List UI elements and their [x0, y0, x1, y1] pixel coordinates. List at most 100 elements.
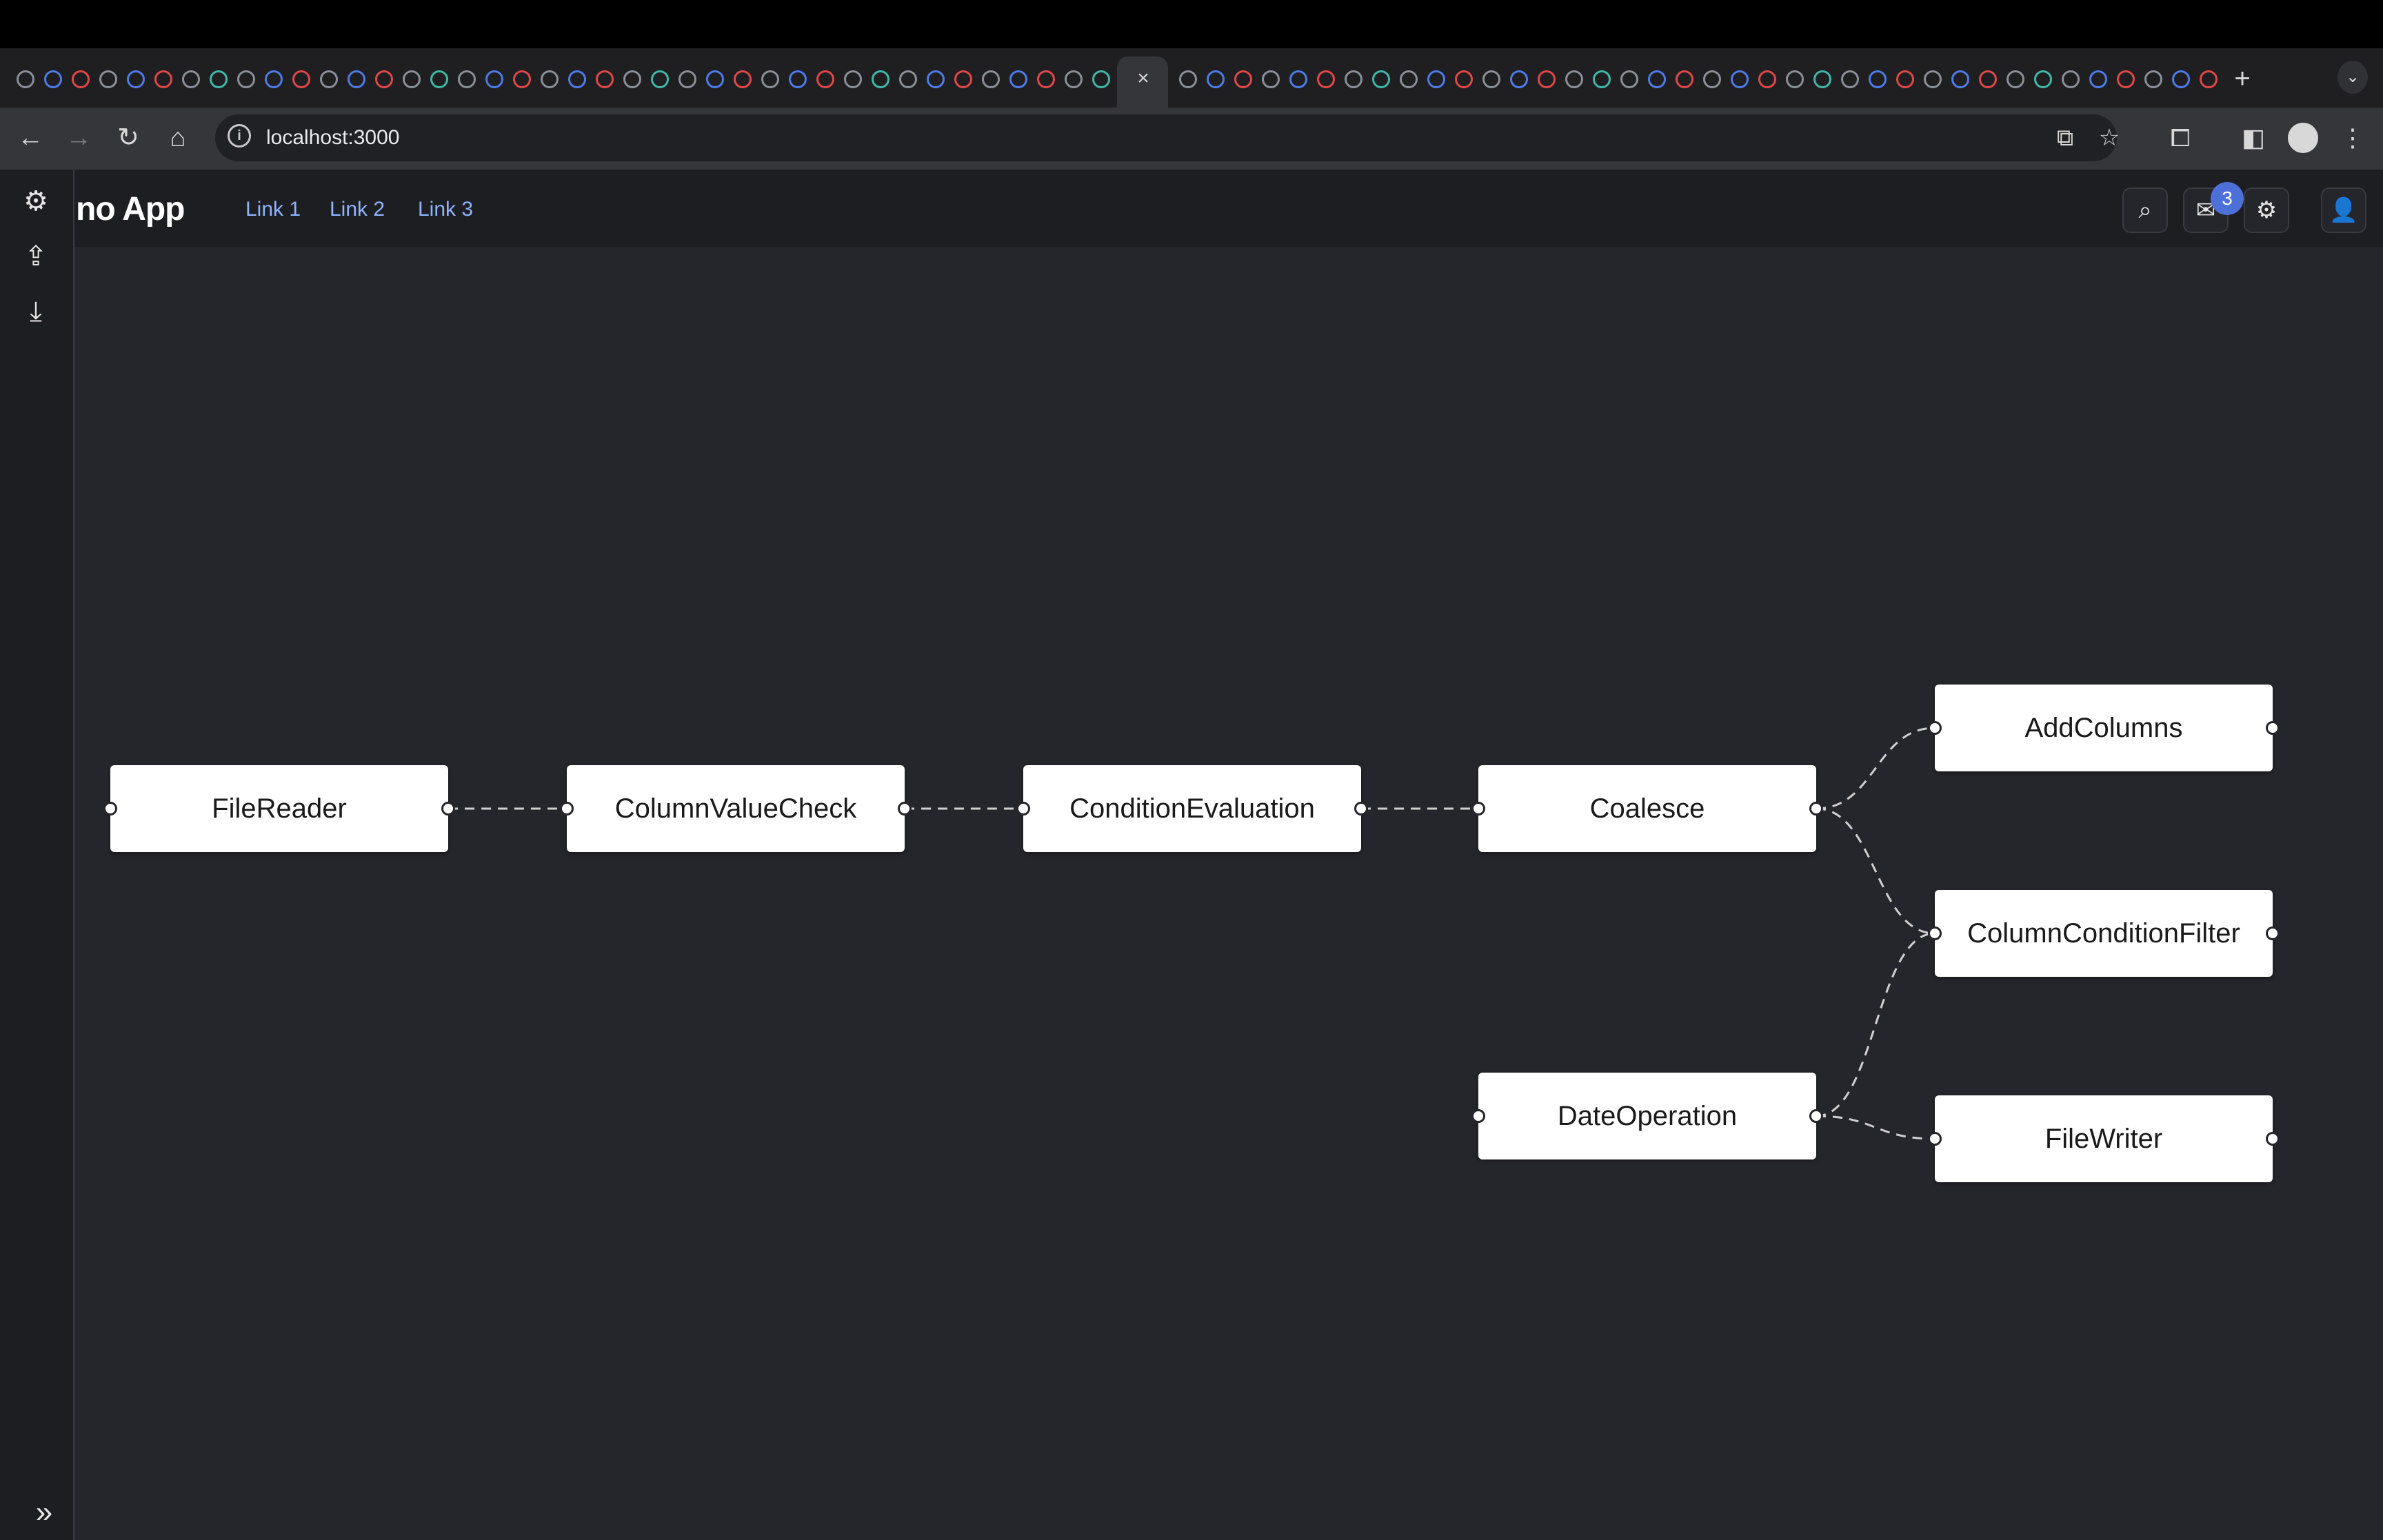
tab-favicon-icon[interactable]: [734, 70, 752, 88]
tab-favicon-icon[interactable]: [1841, 70, 1859, 88]
export-icon[interactable]: ⇪: [24, 241, 48, 272]
user-icon[interactable]: 👤: [2321, 188, 2366, 233]
tab-favicon-icon[interactable]: [541, 70, 559, 88]
tab-favicon-icon[interactable]: [1092, 70, 1110, 88]
tab-favicon-icon[interactable]: [789, 70, 807, 88]
tab-favicon-icon[interactable]: [1510, 70, 1528, 88]
node-addcolumns[interactable]: AddColumns: [1935, 685, 2273, 771]
tab-favicon-icon[interactable]: [844, 70, 862, 88]
reload-icon[interactable]: ↻: [117, 123, 139, 152]
tab-favicon-icon[interactable]: [927, 70, 945, 88]
port-out-columnvaluecheck[interactable]: [898, 802, 912, 815]
node-coalesce[interactable]: Coalesce: [1478, 765, 1816, 852]
tab-favicon-icon[interactable]: [265, 70, 283, 88]
nav-link-3[interactable]: Link 3: [418, 198, 474, 221]
node-filewriter[interactable]: FileWriter: [1935, 1095, 2273, 1182]
tab-favicon-icon[interactable]: [1703, 70, 1721, 88]
new-tab-icon[interactable]: +: [2234, 63, 2251, 94]
tab-favicon-icon[interactable]: [1037, 70, 1055, 88]
port-in-columnconditionfilter[interactable]: [1928, 926, 1942, 940]
node-dateoperation[interactable]: DateOperation: [1478, 1073, 1816, 1159]
port-in-columnvaluecheck[interactable]: [560, 802, 574, 815]
tab-favicon-icon[interactable]: [2172, 70, 2190, 88]
gear-icon[interactable]: ⚙: [2244, 188, 2289, 233]
port-out-conditionevaluation[interactable]: [1354, 802, 1368, 815]
tab-favicon-icon[interactable]: [2200, 70, 2218, 88]
url-text[interactable]: localhost:3000: [266, 126, 400, 149]
port-in-dateoperation[interactable]: [1471, 1109, 1485, 1123]
tab-search-icon[interactable]: ⌄: [2337, 61, 2368, 94]
tab-favicon-icon[interactable]: [1648, 70, 1666, 88]
tab-favicon-icon[interactable]: [678, 70, 696, 88]
nav-link-1[interactable]: Link 1: [245, 198, 301, 221]
port-in-filewriter[interactable]: [1928, 1132, 1942, 1146]
star-icon[interactable]: ☆: [2098, 125, 2120, 151]
expand-sidebar-icon[interactable]: »: [35, 1495, 53, 1529]
tab-favicon-icon[interactable]: [1207, 70, 1225, 88]
tab-favicon-icon[interactable]: [513, 70, 531, 88]
tab-favicon-icon[interactable]: [2034, 70, 2052, 88]
tab-favicon-icon[interactable]: [1731, 70, 1749, 88]
tab-favicon-icon[interactable]: [237, 70, 255, 88]
tab-favicon-icon[interactable]: [899, 70, 917, 88]
tab-favicon-icon[interactable]: [954, 70, 972, 88]
tab-favicon-icon[interactable]: [1758, 70, 1776, 88]
tab-favicon-icon[interactable]: [596, 70, 614, 88]
port-in-addcolumns[interactable]: [1928, 721, 1942, 735]
active-tab[interactable]: [1117, 57, 1168, 108]
address-bar[interactable]: [215, 114, 2117, 161]
nav-link-2[interactable]: Link 2: [330, 198, 385, 221]
tab-favicon-icon[interactable]: [458, 70, 476, 88]
tab-favicon-icon[interactable]: [375, 70, 393, 88]
tab-favicon-icon[interactable]: [430, 70, 448, 88]
tab-favicon-icon[interactable]: [1372, 70, 1390, 88]
tab-favicon-icon[interactable]: [1427, 70, 1445, 88]
node-columnvaluecheck[interactable]: ColumnValueCheck: [567, 765, 905, 852]
side-panel-icon[interactable]: ◧: [2241, 123, 2265, 152]
tab-favicon-icon[interactable]: [1951, 70, 1969, 88]
tab-favicon-icon[interactable]: [761, 70, 779, 88]
tab-favicon-icon[interactable]: [44, 70, 62, 88]
import-icon[interactable]: ⤓: [30, 296, 42, 327]
node-conditionevaluation[interactable]: ConditionEvaluation: [1023, 765, 1361, 852]
port-out-columnconditionfilter[interactable]: [2266, 926, 2280, 940]
tab-favicon-icon[interactable]: [403, 70, 421, 88]
tab-favicon-icon[interactable]: [1813, 70, 1831, 88]
tab-favicon-icon[interactable]: [2117, 70, 2135, 88]
tab-favicon-icon[interactable]: [1538, 70, 1556, 88]
tab-favicon-icon[interactable]: [1979, 70, 1997, 88]
tab-favicon-icon[interactable]: [154, 70, 172, 88]
tab-favicon-icon[interactable]: [1289, 70, 1307, 88]
port-out-filereader[interactable]: [441, 802, 455, 815]
tab-favicon-icon[interactable]: [1869, 70, 1887, 88]
tab-favicon-icon[interactable]: [1620, 70, 1638, 88]
port-out-coalesce[interactable]: [1809, 802, 1823, 815]
forward-icon[interactable]: →: [66, 123, 92, 152]
tab-favicon-icon[interactable]: [1593, 70, 1611, 88]
tab-favicon-icon[interactable]: [706, 70, 724, 88]
port-in-filereader[interactable]: [103, 802, 117, 815]
tab-favicon-icon[interactable]: [651, 70, 669, 88]
tab-favicon-icon[interactable]: [1009, 70, 1027, 88]
tab-favicon-icon[interactable]: [292, 70, 310, 88]
info-icon[interactable]: i: [228, 124, 251, 148]
tab-favicon-icon[interactable]: [127, 70, 145, 88]
extensions-icon[interactable]: ⧠: [2170, 123, 2191, 152]
tab-favicon-icon[interactable]: [1924, 70, 1942, 88]
profile-icon[interactable]: [2288, 123, 2318, 153]
tab-favicon-icon[interactable]: [320, 70, 338, 88]
tab-favicon-icon[interactable]: [17, 70, 34, 88]
tab-favicon-icon[interactable]: [623, 70, 641, 88]
tab-close-icon[interactable]: ×: [1137, 67, 1149, 90]
tab-favicon-icon[interactable]: [568, 70, 586, 88]
tab-favicon-icon[interactable]: [99, 70, 117, 88]
settings-icon[interactable]: ⚙: [23, 186, 48, 216]
tab-favicon-icon[interactable]: [1896, 70, 1914, 88]
tab-favicon-icon[interactable]: [1317, 70, 1335, 88]
tab-favicon-icon[interactable]: [1179, 70, 1197, 88]
tab-favicon-icon[interactable]: [1455, 70, 1473, 88]
tab-favicon-icon[interactable]: [982, 70, 1000, 88]
tab-favicon-icon[interactable]: [1676, 70, 1693, 88]
tab-favicon-icon[interactable]: [1786, 70, 1804, 88]
menu-icon[interactable]: ⋮: [2340, 123, 2365, 152]
